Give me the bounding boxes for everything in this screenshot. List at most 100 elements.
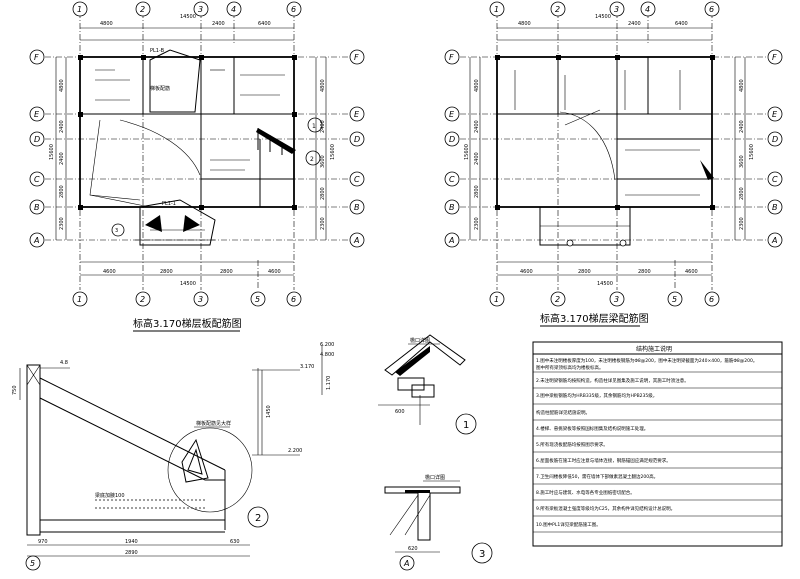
r-axis-col-6: 6 xyxy=(709,5,714,14)
r-dim-bottom-3: 2800 xyxy=(638,269,651,275)
r-axis-col-b5: 5 xyxy=(672,295,677,304)
r-axis-col-2: 2 xyxy=(555,5,560,14)
d2-dim-b4: 630 xyxy=(230,539,240,545)
r-axis-bubbles-bottom: 1 2 3 5 6 xyxy=(489,291,720,307)
axis-row-C-r: C xyxy=(354,175,360,184)
note-4: 4.楼梯、悬挑梁板等按照国标图集及结构说明施工处理。 xyxy=(536,425,648,432)
svg-text:3: 3 xyxy=(115,228,118,234)
r-dim-bottom-4: 4600 xyxy=(685,269,698,275)
axis-col-1: 1 xyxy=(77,5,82,14)
dim-left-total: 15600 xyxy=(49,144,55,160)
r-dim-right-4: 2800 xyxy=(739,187,745,200)
plan-label-pl11: PL1-1 xyxy=(162,201,176,207)
dim-bottom-4: 4600 xyxy=(268,269,281,275)
r-axis-row-B: B xyxy=(449,203,455,212)
note-1b: 图中所有梁顶标高均为楼板标高。 xyxy=(536,364,604,371)
d1-level-2: 4.800 xyxy=(320,352,334,358)
r-axis-row-D: D xyxy=(449,135,455,144)
r-dim-right-3: 3600 xyxy=(739,155,745,168)
axis-col-b1: 1 xyxy=(77,295,82,304)
r-axis-col-b2: 2 xyxy=(555,295,560,304)
axis-col-b3: 3 xyxy=(198,295,203,304)
d2-dim-right: 1450 xyxy=(266,405,272,418)
d2-right-level-1: 3.170 xyxy=(300,364,314,370)
axis-row-E-r: E xyxy=(354,110,360,119)
d1-dim-1: 1.170 xyxy=(326,376,332,390)
d2-dim-b1: 970 xyxy=(38,539,48,545)
axis-bubbles-bottom: 1 2 3 5 6 xyxy=(72,291,302,307)
r-axis-row-A-r: A xyxy=(771,236,777,245)
notes-title: 结构施工说明 xyxy=(636,345,672,353)
note-9: 9.所有梁板混凝土强度等级均为C25，其余构件详见结构设计总说明。 xyxy=(536,505,675,512)
r-axis-col-b6: 6 xyxy=(709,295,714,304)
r-axis-row-F-r: F xyxy=(772,53,777,62)
axis-row-A-r: A xyxy=(353,236,359,245)
r-dim-bottom-2: 2800 xyxy=(578,269,591,275)
d2-dim-b3: 2890 xyxy=(125,550,138,556)
dim-bottom-1: 4600 xyxy=(103,269,116,275)
r-dim-top-2: 2400 xyxy=(628,21,641,27)
d1-dim-2: 600 xyxy=(395,409,405,415)
dim-right-1: 4800 xyxy=(320,79,326,92)
right-plan-title: 标高3.170梯层梁配筋图 xyxy=(540,312,649,325)
axis-row-F-r: F xyxy=(354,53,359,62)
axis-col-2: 2 xyxy=(140,5,145,14)
svg-text:1: 1 xyxy=(312,123,316,130)
d3-label: 檐口详图 xyxy=(425,474,445,481)
note-10: 10.图中PL1详见梁配筋施工图。 xyxy=(536,521,601,528)
dim-right-2: 2400 xyxy=(320,120,326,133)
dim-left-4: 2800 xyxy=(59,185,65,198)
axis-col-b6: 6 xyxy=(291,295,296,304)
detail-3-eave: 檐口详图 620 A 3 xyxy=(384,474,493,571)
d3-callout: 3 xyxy=(479,549,485,560)
r-dim-right-2: 2400 xyxy=(739,120,745,133)
r-dim-bottom-1: 4600 xyxy=(520,269,533,275)
notes-table: 结构施工说明 1.图中未注明楼板厚度为100，未注明楼板钢筋为Φ8@200，图中… xyxy=(532,341,783,547)
axis-bubbles-left: F E D C B A xyxy=(29,49,45,248)
note-6: 6.屋面板筋在施工时应注意与墙体连接，钢筋锚固应满足规范要求。 xyxy=(536,457,671,464)
axis-row-B-r: B xyxy=(354,203,360,212)
plan-label-pl1b: PL1-B xyxy=(150,48,165,54)
axis-row-D: D xyxy=(34,135,40,144)
d1-label: 檐口详图 xyxy=(410,337,430,344)
r-axis-bubbles-right: F E D C B A xyxy=(767,49,783,248)
r-dim-left-4: 2800 xyxy=(474,185,480,198)
d2-dim-left: 750 xyxy=(12,385,18,395)
dim-left-1: 4800 xyxy=(59,79,65,92)
r-dim-left-1: 4800 xyxy=(474,79,480,92)
r-axis-row-F: F xyxy=(449,53,454,62)
axis-bubbles-top: 1 2 3 4 6 xyxy=(72,1,302,17)
d3-dim: 620 xyxy=(408,546,418,552)
d2-axis: 5 xyxy=(30,559,35,568)
axis-row-F: F xyxy=(34,53,39,62)
r-axis-col-1: 1 xyxy=(494,5,499,14)
r-axis-row-D-r: D xyxy=(772,135,778,144)
axis-row-B: B xyxy=(34,203,40,212)
note-1a: 1.图中未注明楼板厚度为100，未注明楼板钢筋为Φ8@200，图中未注明梁截面为… xyxy=(536,357,757,364)
note-5: 5.所有现浇板配筋均按照图示要求。 xyxy=(536,441,608,448)
svg-text:2: 2 xyxy=(310,156,314,163)
note-7: 7.卫生间楼板降低50，需在墙体下部做素混凝土翻边200高。 xyxy=(536,473,658,480)
axis-row-E: E xyxy=(34,110,40,119)
d2-right-level-2: 2.200 xyxy=(288,448,302,454)
r-dim-bottom-total: 14500 xyxy=(597,281,613,287)
r-dim-top-total: 14500 xyxy=(595,14,611,20)
dim-right-total: 15600 xyxy=(330,144,336,160)
d1-callout: 1 xyxy=(463,420,469,431)
dim-bottom-3: 2800 xyxy=(220,269,233,275)
note-3b: 构造柱配筋详见结施说明。 xyxy=(536,409,590,416)
r-dim-top-3: 6400 xyxy=(675,21,688,27)
dim-right-4: 2800 xyxy=(320,187,326,200)
d2-label-haunch: 梁底加腋100 xyxy=(95,492,125,499)
axis-col-6: 6 xyxy=(291,5,296,14)
right-floor-plan: 4800 2400 6400 14500 4600 2800 2800 4600… xyxy=(444,1,783,327)
d2-label-rebar: 梯板配筋见大样 xyxy=(196,420,231,427)
axis-col-b2: 2 xyxy=(140,295,145,304)
note-8: 8.施工时应与建筑、水电等各专业图纸密切配合。 xyxy=(536,489,635,496)
dim-left-3: 2400 xyxy=(59,152,65,165)
r-dim-right-1: 4800 xyxy=(739,79,745,92)
dim-left-2: 2400 xyxy=(59,120,65,133)
r-axis-bubbles-left: F E D C B A xyxy=(444,49,460,248)
r-axis-col-b3: 3 xyxy=(614,295,619,304)
